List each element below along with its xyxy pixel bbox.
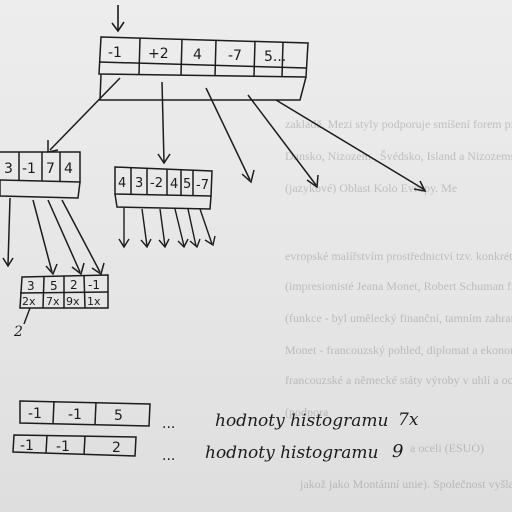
left-cell-1: 3 — [4, 161, 13, 177]
leaf-under-label: 2 — [13, 324, 23, 340]
left-cell-2: -1 — [22, 161, 36, 177]
mid-child-arrows — [118, 208, 216, 249]
row1-cell-2: -1 — [68, 407, 82, 423]
leaf-top-1: 3 — [27, 279, 35, 293]
leaf-node — [19, 274, 109, 309]
leaf-bottom-2: 7x — [46, 295, 60, 308]
bottom-row-2-values: -1 -1 2 ... hodnoty histogramu 9 — [20, 438, 403, 464]
left-node — [0, 151, 81, 199]
row1-cell-3: 5 — [114, 408, 123, 424]
leaf-top-4: -1 — [88, 278, 100, 292]
bg-line-6: Monet - francouzský pohled, diplomat a e… — [285, 343, 512, 357]
bg-line-5: (funkce - byl umělecký finanční, tamním … — [285, 311, 512, 325]
bg-line-4: (impresionisté Jeana Monet, Robert Schum… — [285, 279, 512, 293]
root-cell-1: -1 — [108, 45, 122, 61]
leaf-top-3: 2 — [70, 278, 78, 292]
start-arrow — [111, 5, 125, 33]
mid-cell-6: -7 — [196, 178, 209, 193]
row2-cell-2: -1 — [56, 439, 70, 455]
leaf-bottom-1: 2x — [22, 295, 36, 308]
mid-node-values: 4 3 -2 4 5 -7 — [118, 176, 209, 193]
bottom-row-1-values: -1 -1 5 ... hodnoty histogramu 7x — [28, 406, 419, 432]
mid-node — [114, 166, 213, 210]
mid-cell-3: -2 — [150, 176, 163, 191]
left-cell-3: 7 — [46, 161, 55, 177]
root-child-arrows — [47, 77, 427, 193]
root-cell-5: 5... — [264, 49, 286, 65]
leaf-node-values: 3 5 2 -1 2x 7x 9x 1x — [22, 278, 101, 308]
leaf-top-2: 5 — [50, 279, 58, 293]
mid-cell-1: 4 — [118, 176, 126, 191]
bg-line-2: (jazykové) Oblast Kolo Evropy. Me — [285, 181, 457, 195]
row2-caption: hodnoty histogramu — [205, 443, 378, 463]
leaf-down-arrow — [23, 307, 31, 325]
root-node-values: -1 +2 4 -7 5... — [108, 45, 286, 65]
background-printed-text: zakladě. Mezi styly podporuje smíšení fo… — [285, 117, 512, 491]
bg-line-8: (podpora — [285, 405, 329, 419]
mid-cell-2: 3 — [135, 176, 143, 191]
leaf-bottom-3: 9x — [66, 295, 80, 308]
bottom-row-1-box — [19, 400, 151, 427]
row1-dots: ... — [162, 416, 175, 432]
row1-caption: hodnoty histogramu — [215, 411, 388, 431]
left-node-values: 3 -1 7 4 — [4, 161, 73, 177]
row2-cell-1: -1 — [20, 438, 34, 454]
row1-cell-1: -1 — [28, 406, 42, 422]
left-cell-4: 4 — [64, 161, 73, 177]
bg-line-3: evropské malířstvím prostřednictví tzv. … — [285, 249, 512, 263]
bg-line-1: Dansko, Nizozem., Švédsko, Island a Nizo… — [285, 149, 512, 163]
bottom-row-2-box — [12, 434, 137, 457]
root-cell-3: 4 — [193, 47, 202, 63]
bg-line-9: a oceli (ESUO) — [410, 441, 484, 455]
row2-cell-3: 2 — [112, 440, 121, 456]
leaf-bottom-4: 1x — [87, 295, 101, 308]
left-child-arrows — [2, 197, 105, 276]
mid-cell-4: 4 — [170, 177, 178, 192]
bg-line-0: zakladě. Mezi styly podporuje smíšení fo… — [285, 117, 512, 131]
row2-tail: 9 — [392, 441, 403, 462]
mid-cell-5: 5 — [183, 177, 191, 192]
row1-tail: 7x — [398, 410, 419, 430]
root-node — [98, 36, 309, 101]
row2-dots: ... — [162, 448, 175, 464]
root-cell-2: +2 — [148, 46, 169, 62]
root-cell-4: -7 — [228, 48, 242, 64]
bg-line-7: francouzské a německé státy výroby v uhl… — [285, 373, 512, 387]
bg-line-10: jakož jako Montánní unie). Společnost vy… — [299, 477, 512, 491]
